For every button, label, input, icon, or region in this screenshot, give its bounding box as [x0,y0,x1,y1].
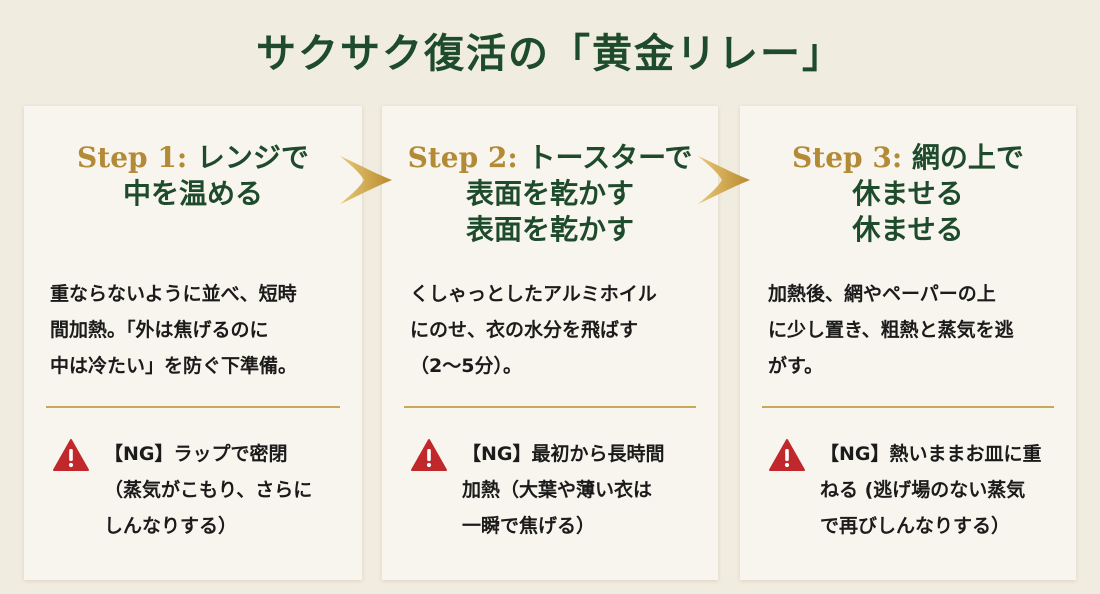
desc-line: に少し置き、粗熱と蒸気を逃 [768,319,1014,341]
step-card-3: Step 3: 網の上で 休ませる 休ませる 加熱後、網やペーパーの上 に少し置… [740,106,1076,580]
ng-note: 【NG】最初から長時間 加熱（大葉や薄い衣は 一瞬で焦げる） [462,436,702,544]
step-description: くしゃっとしたアルミホイル にのせ、衣の水分を飛ばす （2〜5分）。 [410,276,700,384]
step-title-line: 休ませる [852,213,964,246]
desc-line: がす。 [768,355,824,377]
ng-line: 【NG】ラップで密閉 [104,443,288,465]
step-card-2: Step 2: トースターで 表面を乾かす 表面を乾かす くしゃっとしたアルミホ… [382,106,718,580]
page-title: サクサク復活の「黄金リレー」 [256,30,844,77]
desc-line: にのせ、衣の水分を飛ばす [410,319,639,341]
desc-line: 中は冷たい」を防ぐ下準備。 [50,355,298,377]
desc-line: 間加熱。「外は焦げるのに [50,319,269,341]
ng-line: しんなりする） [104,515,238,537]
step-card-1: Step 1: レンジで 中を温める 重ならないように並べ、短時 間加熱。「外は… [24,106,362,580]
step-title-line: 表面を乾かす [465,213,634,246]
warning-triangle-icon [769,439,805,471]
desc-line: 加熱後、網やペーパーの上 [768,283,996,305]
ng-line: （蒸気がこもり、さらに [104,479,313,501]
ng-note: 【NG】熱いままお皿に重 ねる (逃げ場のない蒸気 で再びしんなりする） [820,436,1060,544]
ng-line: で再びしんなりする） [820,515,1011,537]
ng-line: 加熱（大葉や薄い衣は [462,479,653,501]
desc-line: （2〜5分）。 [410,355,522,377]
chevron-right-icon [698,156,750,204]
ng-line: 【NG】熱いままお皿に重 [820,443,1042,465]
desc-line: 重ならないように並べ、短時 [50,283,297,305]
ng-note: 【NG】ラップで密閉 （蒸気がこもり、さらに しんなりする） [104,436,344,544]
ng-line: ねる (逃げ場のない蒸気 [820,479,1026,501]
step-label: Step 3: [792,141,903,174]
step-title-line: 表面を乾かす [465,177,634,210]
divider [404,406,696,408]
ng-line: 【NG】最初から長時間 [462,443,665,465]
step-title-line: 網の上で [911,141,1024,174]
step-title-line: 休ませる [852,177,964,210]
step-title-line: レンジで [196,141,309,174]
divider [46,406,340,408]
step-description: 重ならないように並べ、短時 間加熱。「外は焦げるのに 中は冷たい」を防ぐ下準備。 [50,276,340,384]
ng-line: 一瞬で焦げる） [462,515,596,537]
step-title-1: Step 1: レンジで 中を温める [24,140,362,212]
step-label: Step 2: [407,141,518,174]
step-title-2: Step 2: トースターで 表面を乾かす 表面を乾かす [382,140,718,248]
warning-triangle-icon [53,439,89,471]
chevron-right-icon [340,156,392,204]
desc-line: くしゃっとしたアルミホイル [410,283,657,305]
divider [762,406,1054,408]
warning-triangle-icon [411,439,447,471]
step-title-line: トースターで [527,141,693,174]
step-title-3: Step 3: 網の上で 休ませる 休ませる [740,140,1076,248]
step-title-line: 中を温める [122,177,263,210]
step-description: 加熱後、網やペーパーの上 に少し置き、粗熱と蒸気を逃 がす。 [768,276,1058,384]
step-label: Step 1: [77,141,188,174]
